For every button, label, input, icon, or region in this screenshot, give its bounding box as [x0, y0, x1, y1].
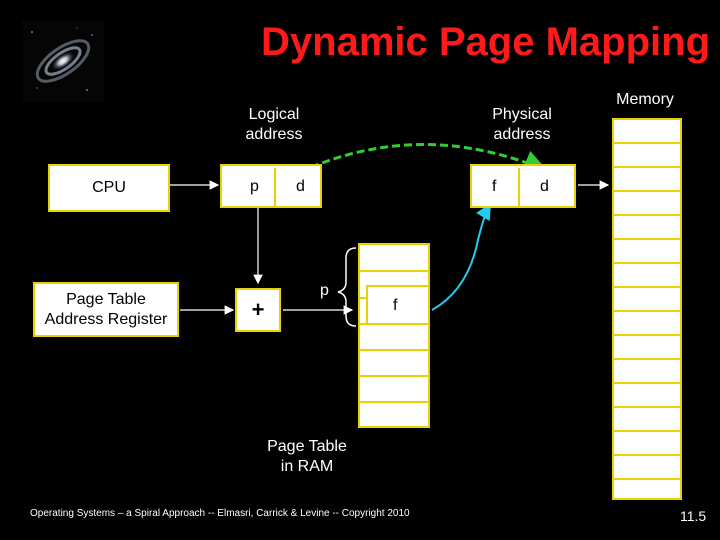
physical-address-label: Physical address: [492, 106, 552, 143]
arrow-offset-copy: [299, 143, 548, 174]
adder-box: +: [235, 288, 281, 332]
slide-number: 11.5: [680, 508, 707, 524]
logical-p-cell: p: [250, 178, 259, 195]
page-table: [358, 243, 430, 428]
slide-title: Dynamic Page Mapping: [261, 20, 710, 64]
ptar-label: Page Table Address Register: [44, 290, 168, 328]
memory-block: [612, 118, 682, 500]
physical-divider: [518, 168, 520, 206]
brace-f-label: f: [393, 297, 398, 314]
adder-symbol: +: [251, 297, 265, 322]
galaxy-image: [22, 20, 104, 102]
brace-p-label: p: [320, 282, 329, 299]
cpu-box: CPU: [48, 164, 170, 212]
physical-f-cell: f: [492, 178, 497, 195]
logical-d-cell: d: [296, 178, 305, 195]
logical-address-box: p d: [220, 164, 322, 208]
entry-brace: [337, 247, 357, 327]
cpu-label: CPU: [92, 179, 126, 196]
physical-address-box: f d: [470, 164, 576, 208]
arrow-frame-mapping: [431, 203, 492, 311]
page-table-in-ram-label: Page Table in RAM: [267, 438, 347, 475]
logical-divider: [274, 168, 276, 206]
page-table-entry: [366, 285, 430, 325]
logical-address-label: Logical address: [245, 106, 303, 143]
memory-label: Memory: [616, 91, 674, 108]
physical-d-cell: d: [540, 178, 549, 195]
footer-copyright: Operating Systems – a Spiral Approach --…: [30, 508, 410, 519]
